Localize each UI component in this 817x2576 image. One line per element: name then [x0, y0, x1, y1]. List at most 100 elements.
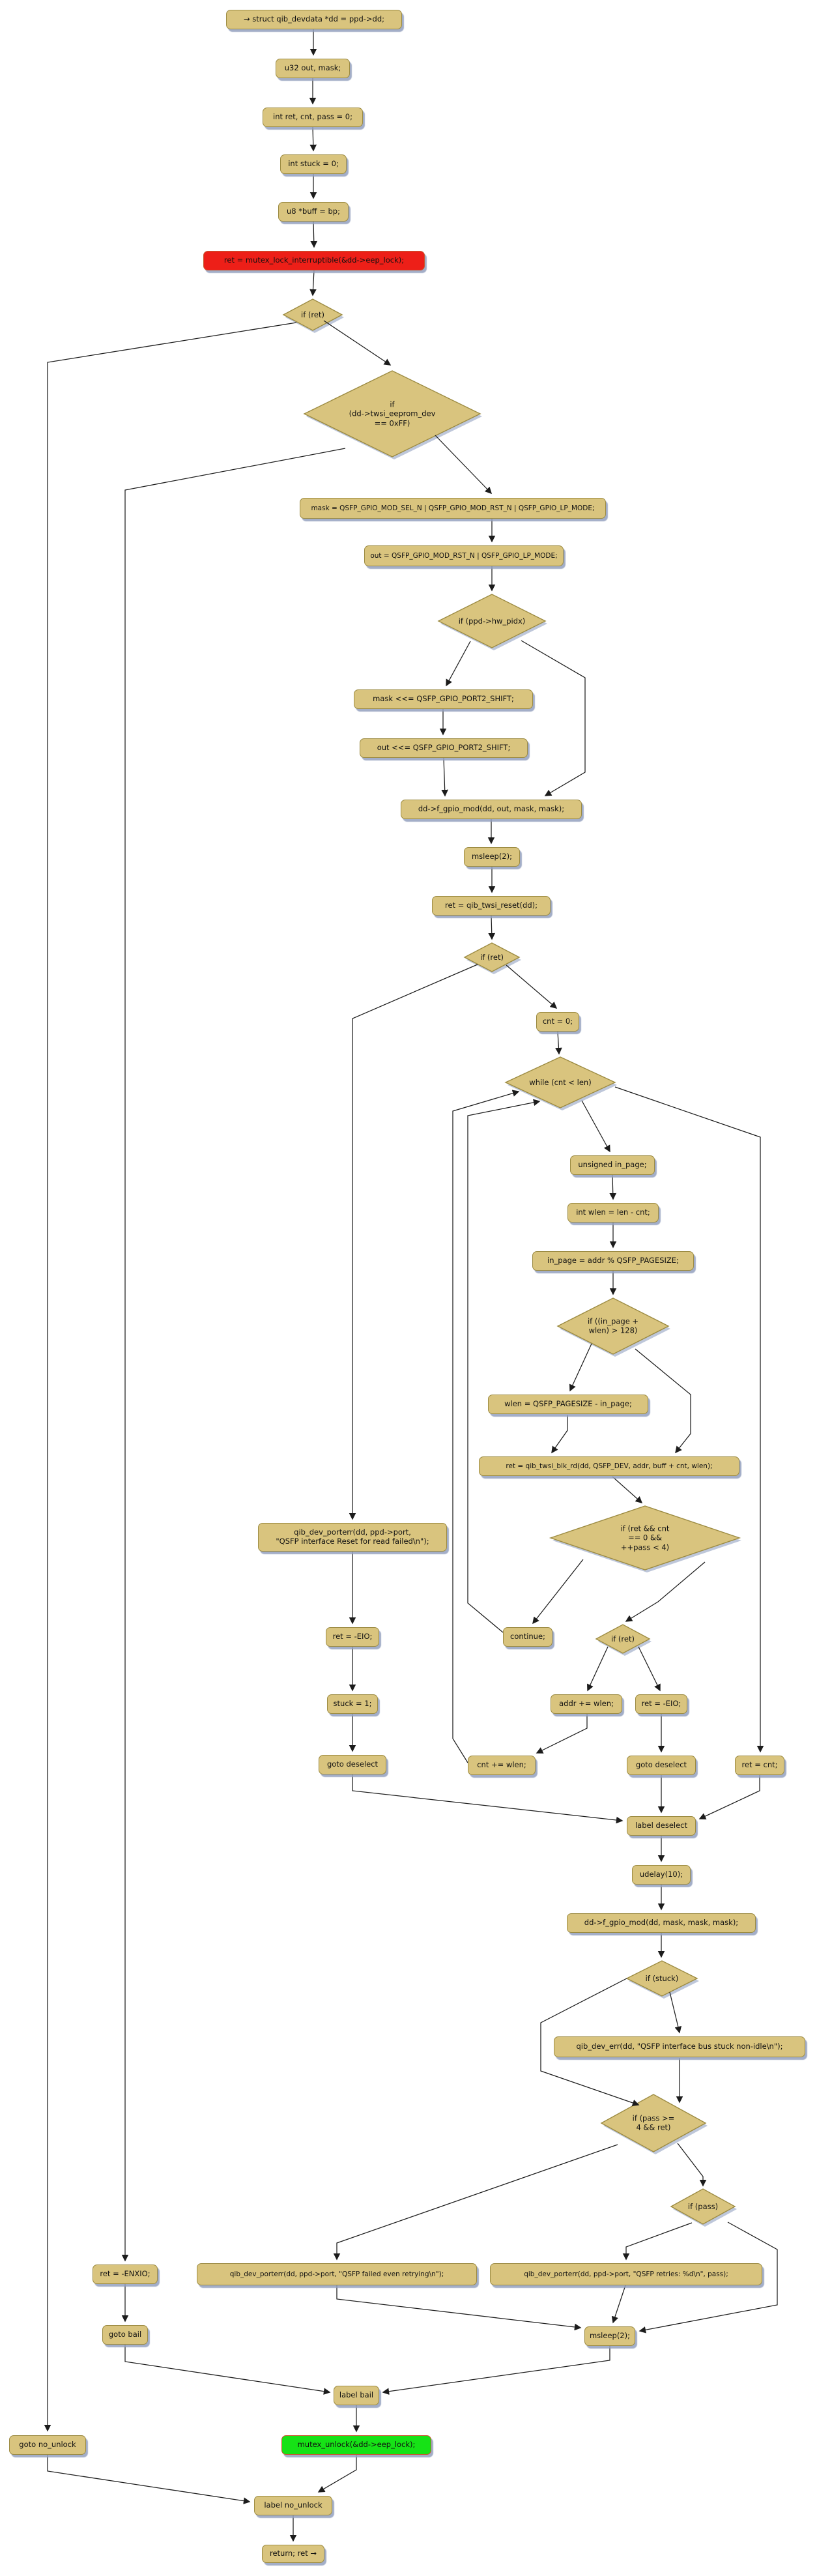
node-in-page-assign: in_page = addr % QSFP_PAGESIZE;: [532, 1251, 694, 1271]
flow-edge: [635, 1348, 691, 1454]
node-gpio-mod-out: dd->f_gpio_mod(dd, out, mask, mask);: [401, 800, 582, 819]
flow-edge: [625, 1561, 706, 1622]
flow-edges: [44, 29, 778, 2542]
node-declare-ret-cnt-pass: int ret, cnt, pass = 0;: [263, 108, 363, 127]
node-mutex-lock-highlighted: ret = mutex_lock_interruptible(&dd->eep_…: [203, 251, 425, 270]
node-declare-buff: u8 *buff = bp;: [278, 202, 349, 222]
node-declare-in-page: unsigned in_page;: [570, 1155, 655, 1175]
node-porterr-failed-retrying: qib_dev_porterr(dd, ppd->port, "QSFP fai…: [197, 2263, 477, 2285]
decision-if-twsi-eeprom-dev: if (dd->twsi_eeprom_dev == 0xFF): [349, 399, 436, 428]
node-cnt-zero: cnt = 0;: [536, 1012, 579, 1032]
flow-edge: [569, 1343, 592, 1392]
node-twsi-blk-rd: ret = qib_twsi_blk_rd(dd, QSFP_DEV, addr…: [479, 1456, 739, 1476]
node-label-bail: label bail: [334, 2386, 379, 2405]
decision-while-cnt-len: while (cnt < len): [529, 1077, 592, 1087]
flow-edge: [638, 1646, 661, 1692]
decision-shape: [463, 942, 521, 972]
decision-if-hw-pidx: if (ppd->hw_pidx): [458, 616, 526, 626]
decision-shape: [437, 594, 547, 648]
node-label-deselect: label deselect: [627, 1816, 696, 1836]
flow-edge: [551, 1415, 568, 1454]
node-udelay: udelay(10);: [632, 1865, 691, 1885]
decision-if-ret-lock: if (ret): [301, 310, 324, 319]
flow-edge: [467, 1099, 541, 1633]
decision-if-ret-reset: if (ret): [480, 952, 504, 962]
decision-shape: [625, 1960, 698, 1997]
flow-edge: [336, 2285, 582, 2331]
flow-edge: [435, 435, 493, 495]
node-declare-out-mask: u32 out, mask;: [276, 59, 350, 78]
flow-edge: [609, 1174, 617, 1200]
node-porterr-reset-failed: qib_dev_porterr(dd, ppd->port, "QSFP int…: [258, 1523, 447, 1552]
flow-edge: [540, 1978, 640, 2107]
node-label-no-unlock: label no_unlock: [254, 2496, 332, 2515]
flow-edge: [452, 1090, 520, 1763]
node-stuck-one: stuck = 1;: [327, 1694, 378, 1714]
flow-edge: [47, 2455, 251, 2504]
flow-edge: [506, 964, 558, 1009]
decision-shape: [303, 370, 481, 457]
node-porterr-retries: qib_dev_porterr(dd, ppd->port, "QSFP ret…: [490, 2263, 762, 2285]
node-ret-eio-left: ret = -EIO;: [326, 1627, 379, 1647]
node-ret-enxio: ret = -ENXIO;: [93, 2265, 158, 2284]
flow-edge: [536, 1714, 588, 1754]
flow-edge: [521, 640, 586, 796]
flow-edge: [638, 2221, 778, 2334]
node-goto-deselect-left: goto deselect: [319, 1755, 386, 1774]
decision-if-ret-read: if (ret): [611, 1634, 635, 1643]
flow-edge: [555, 1031, 562, 1055]
node-goto-no-unlock: goto no_unlock: [9, 2435, 86, 2455]
flow-edge: [622, 2222, 693, 2261]
flow-edge: [352, 1774, 624, 1824]
decision-if-pass-ge4: if (pass >= 4 && ret): [632, 2113, 675, 2132]
flow-edge: [446, 641, 471, 687]
node-msleep-1: msleep(2);: [464, 847, 520, 867]
decision-if-pass: if (pass): [687, 2201, 719, 2211]
node-out-assign: out = QSFP_GPIO_MOD_RST_N | QSFP_GPIO_LP…: [364, 545, 564, 566]
flow-edge: [349, 964, 478, 1520]
flow-edge: [323, 320, 392, 366]
node-addr-inc: addr += wlen;: [551, 1694, 622, 1714]
flow-edge: [581, 1100, 610, 1153]
decision-if-stuck: if (stuck): [645, 1973, 679, 1983]
decision-if-retry: if (ret && cnt == 0 && ++pass < 4): [620, 1524, 670, 1552]
flow-edge: [698, 1775, 760, 1819]
node-continue: continue;: [503, 1627, 552, 1647]
flow-edge: [669, 1991, 682, 2034]
node-cnt-inc: cnt += wlen;: [468, 1756, 536, 1775]
flow-edge: [333, 2144, 618, 2261]
flow-edge: [44, 322, 297, 2432]
node-goto-deselect-right: goto deselect: [627, 1756, 696, 1775]
flow-edge: [124, 2345, 331, 2395]
decision-shapes: [282, 298, 741, 2227]
node-declare-stuck: int stuck = 0;: [280, 154, 347, 174]
flow-edge: [677, 2143, 707, 2187]
flow-edge: [309, 270, 317, 297]
flow-edge: [441, 757, 448, 797]
decision-shape: [556, 1297, 670, 1355]
decision-shape: [595, 1624, 651, 1654]
flow-edge: [310, 221, 318, 248]
flow-edge: [587, 1646, 609, 1692]
decision-shape: [549, 1505, 741, 1570]
flow-edge: [382, 2346, 610, 2395]
node-msleep-2: msleep(2);: [584, 2326, 635, 2346]
node-declare-wlen: int wlen = len - cnt;: [567, 1203, 659, 1223]
decision-shape: [504, 1056, 616, 1108]
node-gpio-mod-restore: dd->f_gpio_mod(dd, mask, mask, mask);: [567, 1913, 756, 1933]
node-return-ret: return; ret →: [262, 2545, 324, 2563]
flow-edge: [611, 2285, 626, 2324]
flow-edge: [317, 2455, 357, 2493]
flow-edge: [488, 915, 496, 940]
flow-edge: [121, 448, 346, 2262]
node-ret-cnt: ret = cnt;: [735, 1756, 784, 1775]
node-goto-bail: goto bail: [102, 2325, 148, 2345]
node-out-shift: out <<= QSFP_GPIO_PORT2_SHIFT;: [360, 738, 528, 758]
node-twsi-reset: ret = qib_twsi_reset(dd);: [432, 896, 551, 916]
flow-edge: [532, 1559, 584, 1625]
node-mutex-unlock-highlighted: mutex_unlock(&dd->eep_lock);: [281, 2435, 431, 2455]
node-mask-assign: mask = QSFP_GPIO_MOD_SEL_N | QSFP_GPIO_M…: [300, 498, 606, 519]
node-declare-dd: → struct qib_devdata *dd = ppd->dd;: [226, 10, 402, 29]
node-mask-shift: mask <<= QSFP_GPIO_PORT2_SHIFT;: [354, 689, 533, 709]
